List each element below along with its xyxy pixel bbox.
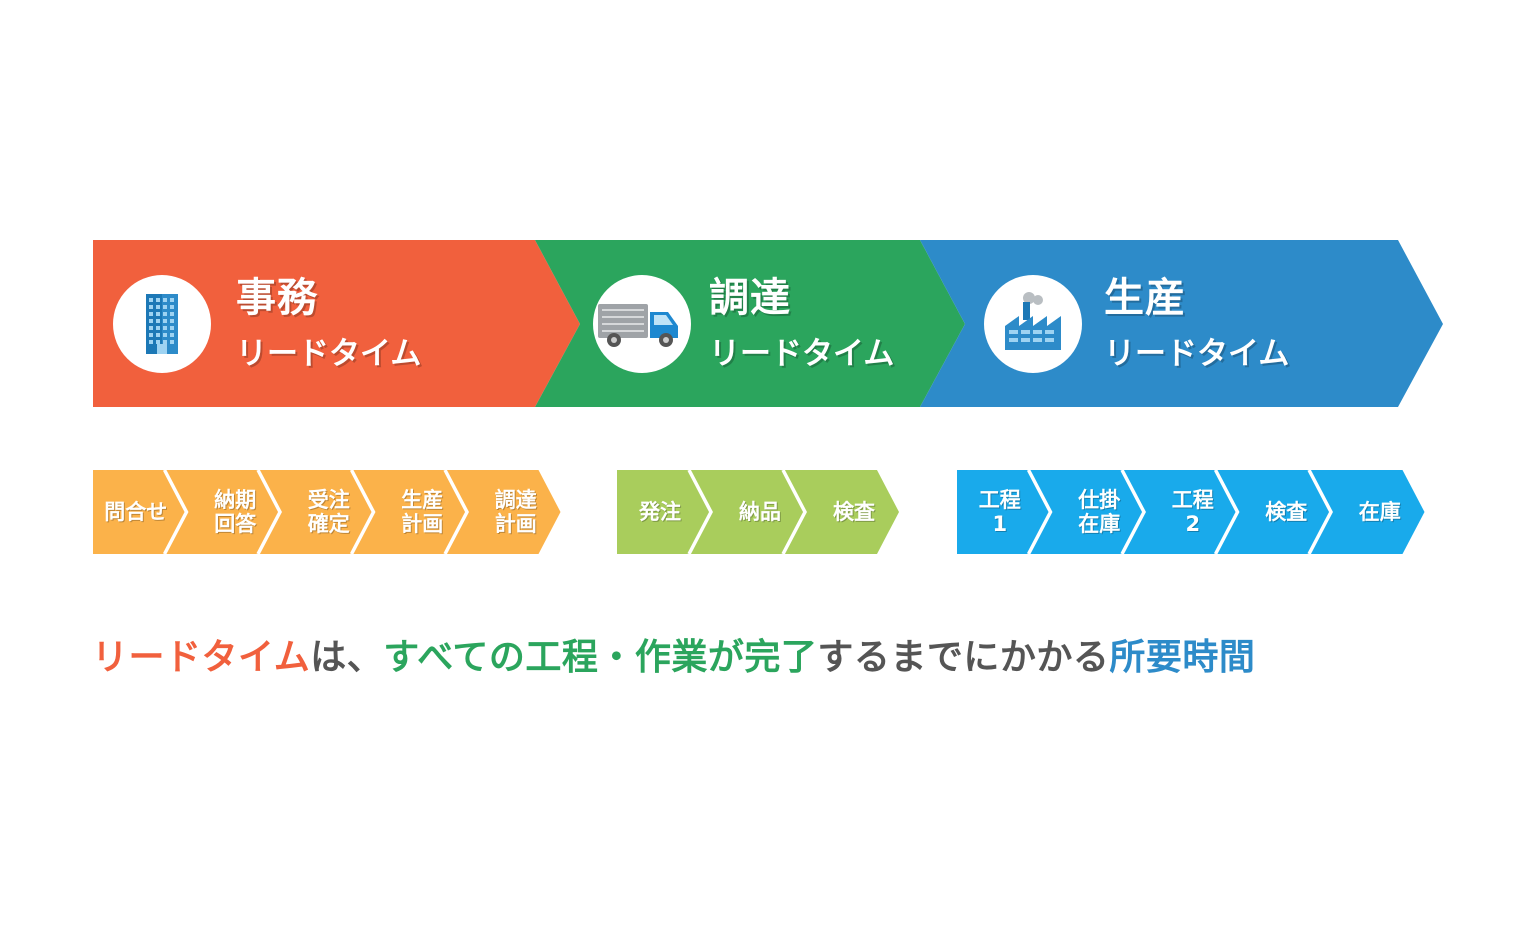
phase-title-0: 事務 xyxy=(236,275,318,321)
step-group-2 xyxy=(957,469,1425,555)
step-separator xyxy=(349,469,376,555)
step-separator xyxy=(162,469,189,555)
step-separator xyxy=(781,469,807,555)
phase-subtitle-1: リードタイム xyxy=(709,336,895,372)
step-separator xyxy=(1120,469,1146,555)
phase-banner-0 xyxy=(93,240,580,407)
phase-title-2: 生産 xyxy=(1104,275,1186,321)
step-separator xyxy=(256,469,282,555)
step-label: 検査 xyxy=(1265,500,1308,524)
phase-subtitle-2: リードタイム xyxy=(1104,336,1290,372)
caption-segment-0: リードタイム xyxy=(92,637,311,678)
phase-banner-1 xyxy=(535,240,965,407)
office-building-icon xyxy=(113,275,211,373)
step-group-bar-1 xyxy=(617,470,899,554)
step-group-bar-0 xyxy=(93,470,561,554)
step-separator xyxy=(1026,469,1053,555)
step-label: 納品 xyxy=(739,500,781,524)
step-label: 納期 回答 xyxy=(214,488,257,536)
step-label: 調達 計画 xyxy=(494,488,537,536)
step-label: 在庫 xyxy=(1358,500,1401,524)
step-label: 仕掛 在庫 xyxy=(1078,488,1121,536)
caption: リードタイムは、すべての工程・作業が完了するまでにかかる所要時間 xyxy=(92,628,1255,680)
delivery-truck-icon xyxy=(593,275,691,373)
factory-icon xyxy=(984,275,1082,373)
caption-segment-1: は、 xyxy=(310,637,384,678)
phase-banner-2 xyxy=(920,240,1443,407)
step-separator xyxy=(443,469,469,555)
caption-segment-4: 所要時間 xyxy=(1109,637,1256,678)
caption-segment-2: すべての工程・作業が完了 xyxy=(383,637,818,678)
step-group-0 xyxy=(93,469,561,555)
step-label: 工程 2 xyxy=(1171,488,1214,536)
step-group-1 xyxy=(617,469,899,555)
step-label: 工程 1 xyxy=(978,488,1021,536)
step-label: 検査 xyxy=(833,500,875,524)
step-separator xyxy=(1213,469,1240,555)
step-label: 問合せ xyxy=(104,500,168,524)
step-label: 発注 xyxy=(639,500,681,524)
phase-title-1: 調達 xyxy=(709,275,791,321)
step-group-bar-2 xyxy=(957,470,1425,554)
caption-segment-3: するまでにかかる xyxy=(817,637,1110,678)
step-separator xyxy=(1307,469,1333,555)
step-label: 生産 計画 xyxy=(401,488,444,536)
phase-subtitle-0: リードタイム xyxy=(236,336,422,372)
step-label: 受注 確定 xyxy=(307,488,350,536)
step-separator xyxy=(687,469,713,555)
